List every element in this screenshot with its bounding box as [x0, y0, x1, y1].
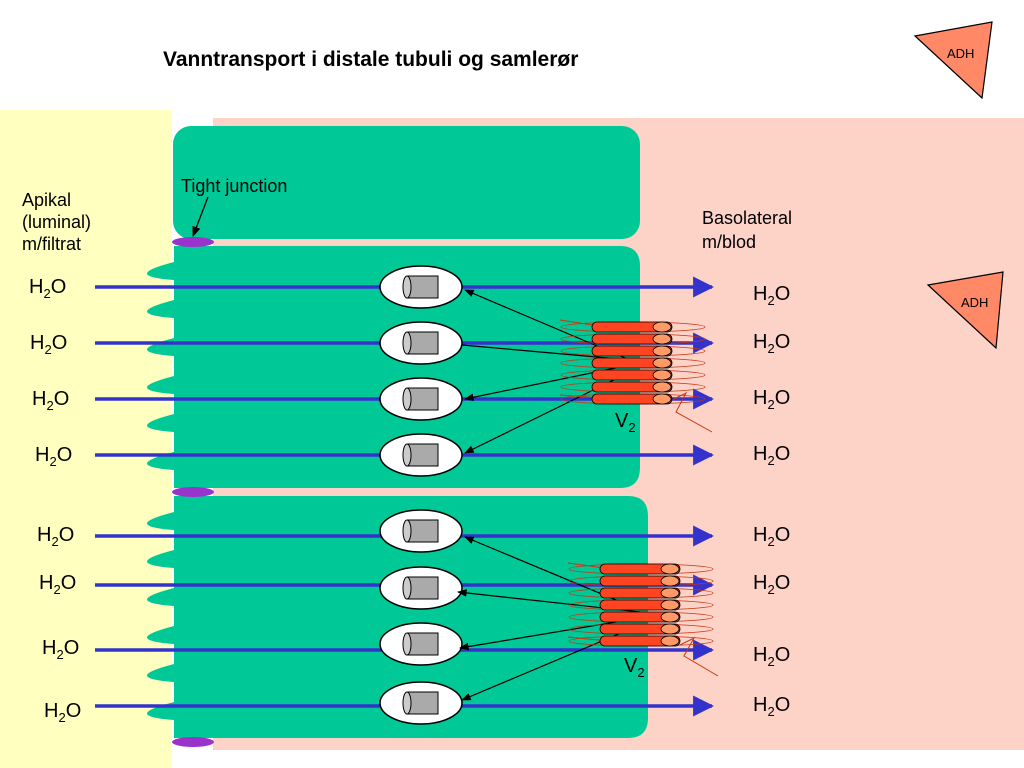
- principal-cell-2: [147, 496, 648, 738]
- tight-junction-marker: [172, 737, 214, 747]
- aquaporin-vesicle: [379, 433, 463, 477]
- basolateral-label: Basolateral m/blod: [702, 208, 797, 252]
- apical-label: Apikal (luminal) m/filtrat: [22, 190, 96, 254]
- tight-junction-marker: [172, 237, 214, 247]
- signal-arrow: [461, 344, 631, 361]
- svg-text:ADH: ADH: [961, 295, 988, 310]
- aquaporin-vesicle: [379, 265, 463, 309]
- aquaporin-vesicle: [379, 509, 463, 553]
- water-label: H2O: [35, 444, 72, 469]
- aquaporin-vesicle: [379, 681, 463, 725]
- v2-label: V2: [624, 655, 645, 680]
- water-label: H2O: [44, 700, 81, 725]
- water-label: H2O: [30, 332, 67, 357]
- water-label: H2O: [753, 524, 790, 549]
- upper-neighbor-cell: [173, 126, 640, 239]
- water-label: H2O: [753, 283, 790, 308]
- aquaporin-vesicle: [379, 321, 463, 365]
- water-label: H2O: [29, 276, 66, 301]
- aquaporin-vesicle: [379, 566, 463, 610]
- aquaporin-vesicle: [379, 377, 463, 421]
- svg-text:ADH: ADH: [947, 46, 974, 61]
- signaling-arrows: [457, 289, 641, 701]
- water-label: H2O: [42, 637, 79, 662]
- v2-label: V2: [615, 410, 636, 435]
- adh-hormone: ADH: [926, 271, 1004, 350]
- tight-junction-pointer: [192, 196, 209, 237]
- water-label: H2O: [39, 572, 76, 597]
- water-label: H2O: [753, 331, 790, 356]
- page-title: Vanntransport i distale tubuli og samler…: [163, 48, 578, 71]
- lumen-region: [0, 110, 172, 768]
- aquaporin-vesicle: [379, 622, 463, 666]
- water-label: H2O: [37, 524, 74, 549]
- water-label: H2O: [753, 387, 790, 412]
- v2-receptor: [559, 319, 713, 433]
- water-label: H2O: [753, 644, 790, 669]
- adh-hormone: ADH: [913, 21, 993, 100]
- signal-arrow: [459, 617, 641, 651]
- water-label: H2O: [753, 572, 790, 597]
- v2-receptor: [567, 562, 719, 677]
- water-label: H2O: [753, 443, 790, 468]
- tight-junction-marker: [172, 487, 214, 497]
- water-label: H2O: [32, 388, 69, 413]
- water-label: H2O: [753, 694, 790, 719]
- tight-junction-label: Tight junction: [181, 176, 287, 196]
